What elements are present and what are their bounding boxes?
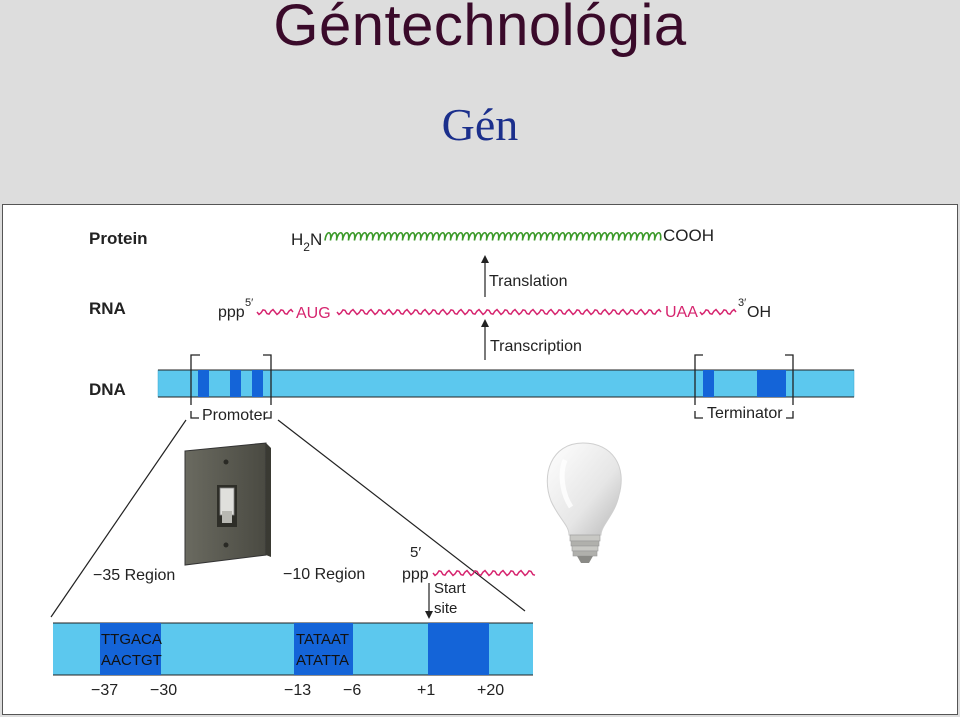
translation-label: Translation [489,273,568,290]
terminator-underline-right [786,411,794,419]
transcription-arrowhead [481,319,489,327]
transcription-label: Transcription [490,338,582,355]
terminator-band-2 [757,370,786,397]
terminator-bracket-right [785,354,794,405]
promoter-bracket-right [263,354,272,405]
light-bulb-icon [546,442,622,563]
rna-stop-codon: UAA [665,304,698,321]
rna-strand-3prime [699,308,737,316]
position-label: +20 [477,682,504,699]
promoter-bracket-left [190,354,200,405]
slide-title: Géntechnológia [273,0,687,58]
protein-c-terminus: COOH [663,226,714,245]
start-site-arrowhead [425,611,433,619]
region-minus35-label: −35 Region [93,567,175,584]
zoom-line-right [277,419,526,612]
promoter-underline-right [265,411,272,419]
box10-seq-top: TATAAT [296,631,349,648]
box-minus35 [100,623,161,675]
detail-five-prime: 5′ [410,544,421,561]
rna-five-prime-label: 5′ [245,297,253,309]
box-start-region [428,623,489,675]
protein-n-terminus: H2N [291,230,322,254]
promoter-underline-left [190,411,199,419]
box35-seq-bottom: AACTGT [101,652,162,669]
terminator-bracket-left [694,354,703,405]
slide-subtitle: Gén [441,99,519,150]
box10-seq-bottom: ATATTA [296,652,349,669]
rna-strand-5prime [256,308,294,316]
promoter-band-3 [252,370,263,397]
promoter-label: Promoter [202,407,268,424]
row-label-protein: Protein [89,229,148,248]
row-label-rna: RNA [89,299,126,318]
start-site-label-line1: Start [434,580,467,597]
position-label: −30 [150,682,177,699]
zoom-line-left [50,419,187,618]
start-site-label-line2: site [434,600,457,617]
terminator-underline-left [694,411,703,419]
rna-start-codon: AUG [296,305,331,322]
dna-bar [157,369,855,398]
terminator-band-1 [703,370,714,397]
position-label: +1 [417,682,435,699]
gene-diagram-panel: Protein RNA DNA H2N COOH Translation ppp… [2,204,958,715]
protein-chain [324,231,662,241]
region-minus10-label: −10 Region [283,566,365,583]
promoter-band-1 [198,370,209,397]
row-label-dna: DNA [89,380,126,399]
box-minus10 [294,623,353,675]
detail-ppp: ppp [402,566,429,583]
position-label: −37 [91,682,118,699]
gene-diagram: Protein RNA DNA H2N COOH Translation ppp… [50,226,855,699]
detail-rna-strand [432,569,536,577]
rna-three-prime-oh: OH [747,304,771,321]
box35-seq-top: TTGACA [101,631,162,648]
position-label: −6 [343,682,361,699]
position-label: −13 [284,682,311,699]
rna-three-prime-label: 3′ [738,297,746,309]
translation-arrowhead [481,255,489,263]
rna-five-prime-ppp: ppp [218,304,245,321]
promoter-band-2 [230,370,241,397]
light-switch-icon [184,442,271,566]
rna-strand-coding [336,308,662,316]
terminator-label: Terminator [707,405,783,422]
